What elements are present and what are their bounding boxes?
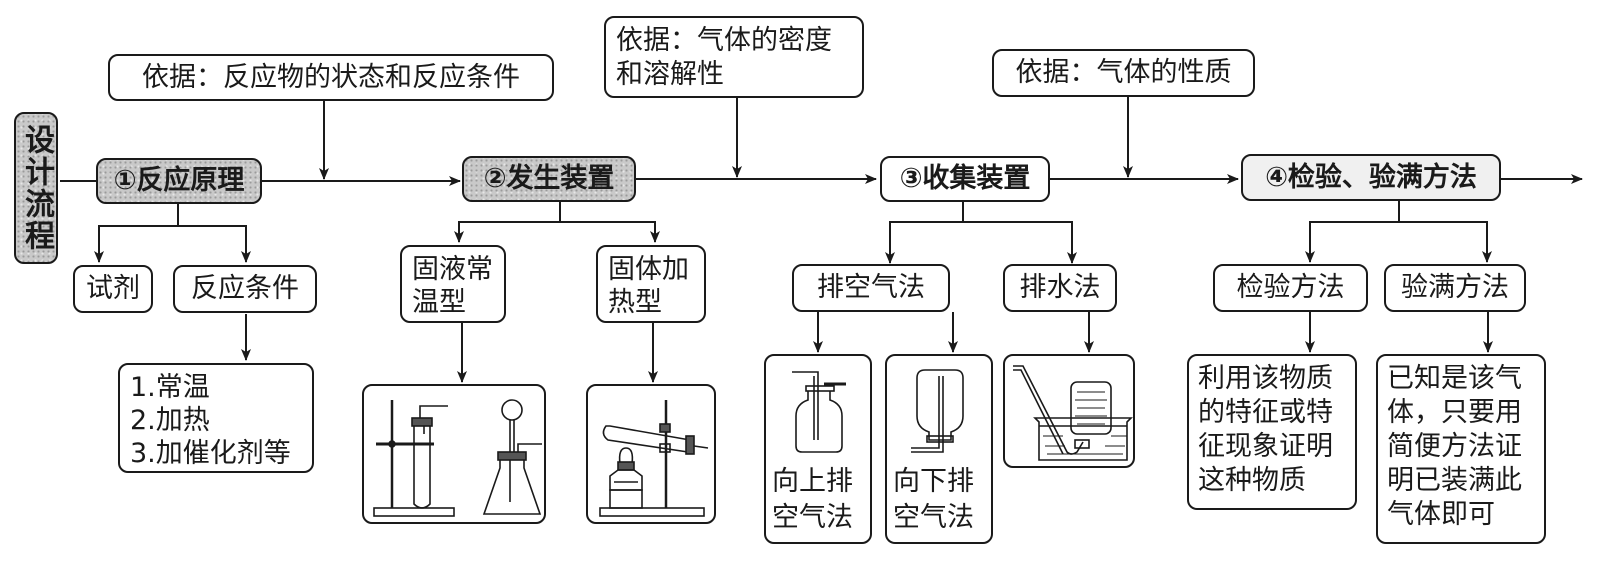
basis-line: 和溶解性 <box>616 59 724 90</box>
condition-item: 3.加催化剂等 <box>130 438 291 469</box>
full-test-description: 已知是该气 体，只要用 简便方法证 明已装满此 气体即可 <box>1376 354 1546 544</box>
label-line: 固体加 <box>608 254 689 285</box>
label-line: 向上排 <box>772 466 853 497</box>
water-trough-icon <box>1013 365 1133 461</box>
upward-air-bottle-icon <box>792 371 846 453</box>
branch-solid-heat <box>560 221 660 243</box>
condition-item: 2.加热 <box>130 405 210 436</box>
step-collection-device: ③收集装置 <box>880 156 1050 202</box>
branch-full <box>1399 221 1492 263</box>
condition-item: 1.常温 <box>130 372 210 403</box>
downward-air-bottle-icon <box>911 369 964 453</box>
label-line: 空气法 <box>893 502 974 533</box>
branch-air <box>885 201 964 264</box>
label-line: 向下排 <box>893 466 974 497</box>
desc-line: 征现象证明 <box>1198 431 1333 462</box>
desc-line: 气体即可 <box>1387 499 1495 530</box>
label-line: 固液常 <box>412 254 493 285</box>
solid-liquid-box: 固液常 温型 <box>400 245 506 323</box>
step-test-method: ④检验、验满方法 <box>1241 154 1501 201</box>
heated-test-tube-icon <box>599 400 709 517</box>
label-line: 热型 <box>608 287 662 318</box>
test-method-box: 检验方法 <box>1213 264 1368 312</box>
branch-water <box>963 221 1077 264</box>
solid-heating-apparatus <box>586 384 716 524</box>
flow-title: 设计流程 <box>14 112 58 264</box>
upward-air-displacement-box: 向上排 空气法 <box>764 354 872 544</box>
water-displacement-box: 排水法 <box>1003 264 1117 312</box>
branch-solid-liquid <box>454 201 561 243</box>
basis-gas-property: 依据：气体的性质 <box>992 49 1255 97</box>
test-method-description: 利用该物质 的特征或特 征现象证明 这种物质 <box>1187 354 1357 510</box>
water-displacement-trough <box>1003 354 1135 468</box>
branch-test <box>1305 200 1400 263</box>
condition-box: 反应条件 <box>173 265 317 313</box>
label-line: 温型 <box>412 287 466 318</box>
downward-air-displacement-box: 向下排 空气法 <box>885 354 993 544</box>
basis-reactant-state: 依据：反应物的状态和反应条件 <box>108 54 554 101</box>
desc-line: 明已装满此 <box>1387 465 1522 496</box>
desc-line: 已知是该气 <box>1387 363 1522 394</box>
solid-heat-box: 固体加 热型 <box>596 245 706 323</box>
condition-list: 1.常温 2.加热 3.加催化剂等 <box>118 363 314 473</box>
solid-liquid-room-temp-apparatus <box>362 384 546 524</box>
desc-line: 利用该物质 <box>1198 363 1333 394</box>
full-test-method-box: 验满方法 <box>1384 264 1526 312</box>
branch-condition <box>178 225 251 263</box>
basis-line: 依据：气体的密度 <box>616 25 832 56</box>
desc-line: 这种物质 <box>1198 465 1306 496</box>
desc-line: 简便方法证 <box>1387 431 1522 462</box>
test-tube-and-flask-icon <box>373 399 542 517</box>
air-displacement-box: 排空气法 <box>792 264 950 312</box>
step-reaction-principle: ①反应原理 <box>96 158 262 204</box>
branch-reagent <box>94 203 179 263</box>
label-line: 空气法 <box>772 502 853 533</box>
desc-line: 的特征或特 <box>1198 397 1333 428</box>
reagent-box: 试剂 <box>73 265 153 313</box>
step-generation-device: ②发生装置 <box>462 156 636 202</box>
basis-gas-density: 依据：气体的密度 和溶解性 <box>604 16 864 98</box>
desc-line: 体，只要用 <box>1387 397 1522 428</box>
